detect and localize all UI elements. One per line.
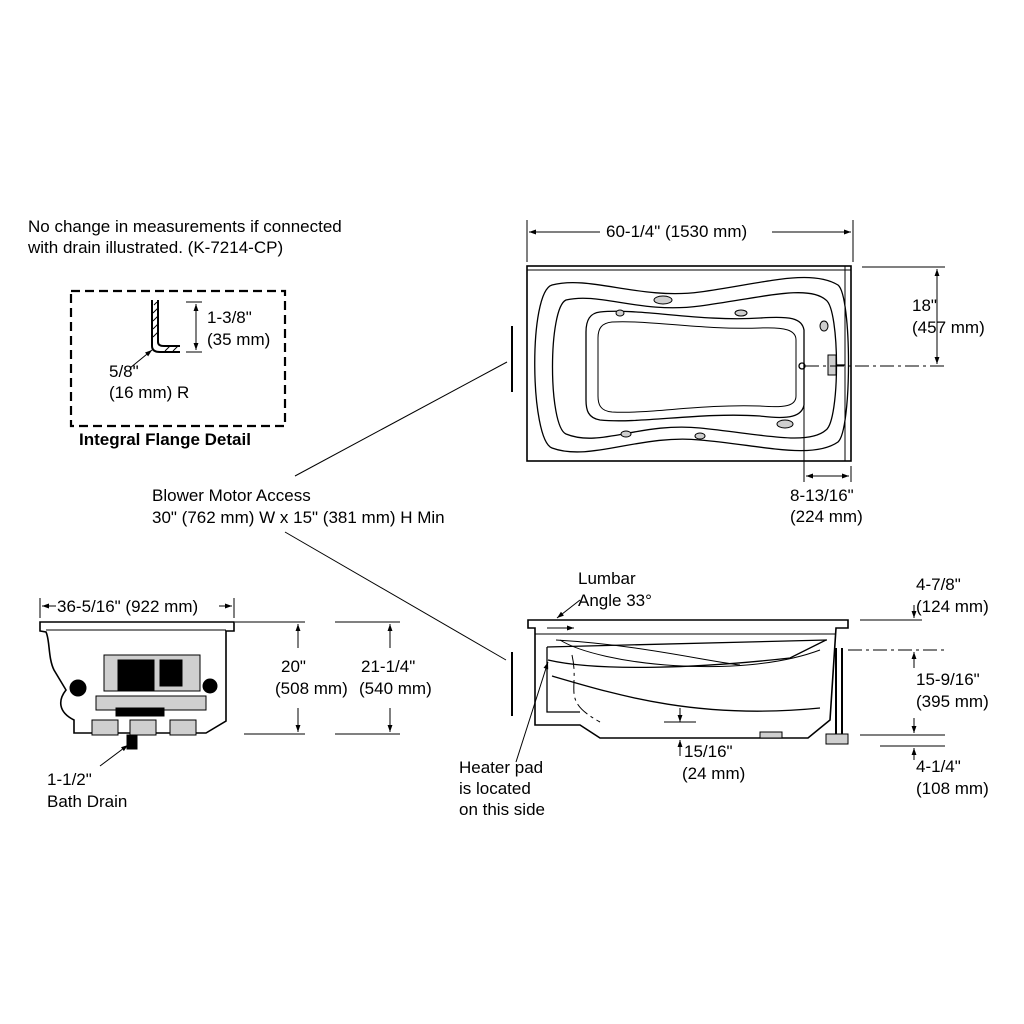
side-mid-in: 15-9/16" [916,670,980,689]
blower-access-size: 30" (762 mm) W x 15" (381 mm) H Min [152,508,445,527]
bath-drain-label: Bath Drain [47,792,128,811]
drain-offset-mm: (457 mm) [912,318,985,337]
flange-radius-mm: (16 mm) R [109,383,190,402]
top-view-drawing [511,220,945,482]
end-height-21-mm: (540 mm) [359,679,432,698]
end-height-21-in: 21-1/4" [361,657,416,676]
heater-pad-line-1: Heater pad [459,758,544,777]
end-height-20-in: 20" [281,657,306,676]
end-width-dimension: 36-5/16" (922 mm) [57,597,199,616]
lumbar-label: Lumbar [578,569,636,588]
end-height-20-mm: (508 mm) [275,679,348,698]
drain-center-mm: (224 mm) [790,507,863,526]
side-bottom-mm: (108 mm) [916,779,989,798]
end-view-drawing [39,598,400,767]
note-line-1: No change in measurements if connected [28,217,342,236]
flange-radius-in: 5/8" [109,362,139,381]
floor-clearance-mm: (24 mm) [682,764,746,783]
side-view-drawing [511,599,945,763]
flange-detail-drawing [69,289,287,428]
flange-detail-title: Integral Flange Detail [79,430,251,449]
drain-offset-in: 18" [912,296,937,315]
side-top-in: 4-7/8" [916,575,961,594]
heater-pad-line-2: is located [459,779,531,798]
tub-length-dimension: 60-1/4" (1530 mm) [606,222,748,241]
floor-clearance-in: 15/16" [684,742,733,761]
lumbar-angle: Angle 33° [578,591,652,610]
drain-center-in: 8-13/16" [790,486,854,505]
blower-access-label: Blower Motor Access [152,486,311,505]
flange-height-mm: (35 mm) [207,330,271,349]
side-top-mm: (124 mm) [916,597,989,616]
flange-height-in: 1-3/8" [207,308,252,327]
note-line-2: with drain illustrated. (K-7214-CP) [28,238,284,257]
bath-drain-size: 1-1/2" [47,770,92,789]
side-bottom-in: 4-1/4" [916,757,961,776]
flange-detail-box [69,289,287,428]
heater-pad-line-3: on this side [459,800,545,819]
side-mid-mm: (395 mm) [916,692,989,711]
